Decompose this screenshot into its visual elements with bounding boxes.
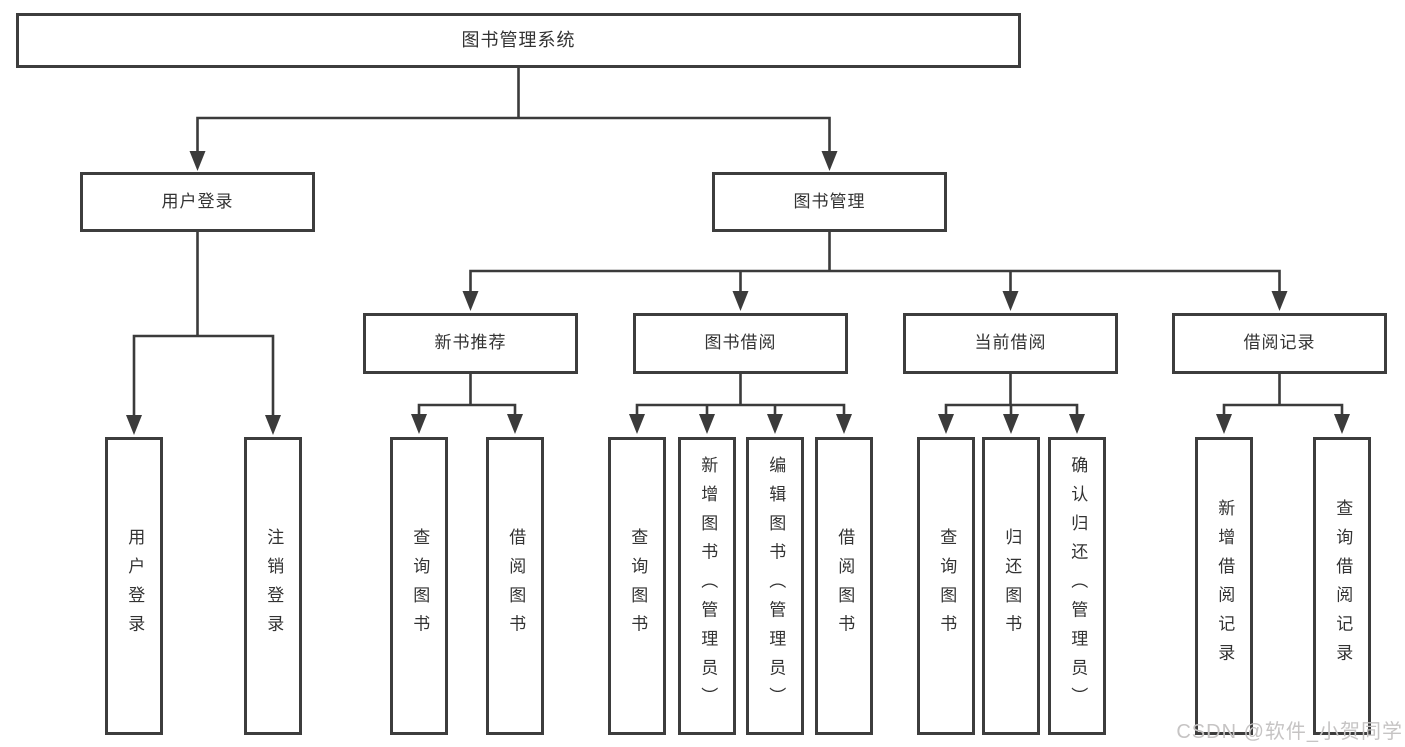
node-current-borrow: 当前借阅 bbox=[903, 313, 1118, 374]
leaf-query-books: 查询图书 bbox=[390, 437, 448, 735]
leaf-logout: 注销登录 bbox=[244, 437, 302, 735]
leaf-query-borrow-record: 查询借阅记录 bbox=[1313, 437, 1371, 735]
leaf-return-book: 归还图书 bbox=[982, 437, 1040, 735]
leaf-borrow-books: 借阅图书 bbox=[486, 437, 544, 735]
leaf-add-book-admin: 新增图书（管理员） bbox=[678, 437, 736, 735]
node-book-borrow: 图书借阅 bbox=[633, 313, 848, 374]
leaf-confirm-return-admin: 确认归还（管理员） bbox=[1048, 437, 1106, 735]
leaf-edit-book-admin: 编辑图书（管理员） bbox=[746, 437, 804, 735]
leaf-user-login: 用户登录 bbox=[105, 437, 163, 735]
leaf-query-books-2: 查询图书 bbox=[608, 437, 666, 735]
leaf-borrow-books-2: 借阅图书 bbox=[815, 437, 873, 735]
node-library-system: 图书管理系统 bbox=[16, 13, 1021, 68]
node-borrow-record: 借阅记录 bbox=[1172, 313, 1387, 374]
node-book-management: 图书管理 bbox=[712, 172, 947, 232]
node-new-book-recommend: 新书推荐 bbox=[363, 313, 578, 374]
leaf-query-books-3: 查询图书 bbox=[917, 437, 975, 735]
node-user-login: 用户登录 bbox=[80, 172, 315, 232]
leaf-add-borrow-record: 新增借阅记录 bbox=[1195, 437, 1253, 735]
